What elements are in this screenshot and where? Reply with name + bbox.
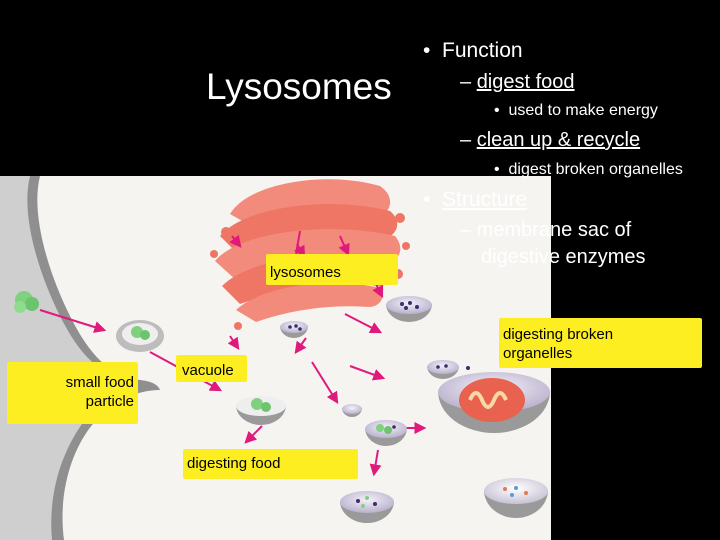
lysosome-vesicle <box>280 321 308 338</box>
clean-up-text: clean up & recycle <box>476 129 641 151</box>
broken-organelles-text: digest broken organelles <box>508 161 683 178</box>
food-particle <box>14 291 39 313</box>
digested-remnant-vesicle <box>484 478 548 518</box>
digesting-broken-organelles-label: digesting broken organelles <box>499 318 702 368</box>
small-food-label-line1: small food <box>65 374 134 391</box>
lysosomes-label: lysosomes <box>266 254 398 285</box>
digesting-food-label-text: digesting food <box>187 455 281 472</box>
structure-bullet: • Structure <box>423 188 528 211</box>
vacuole-label: vacuole <box>176 355 247 382</box>
digesting-organelle-vesicle <box>438 366 550 433</box>
digesting-broken-label-line1: digesting broken <box>503 326 614 343</box>
digest-food-item: – digest food <box>460 71 575 93</box>
lysosome-diagram <box>0 176 550 540</box>
phagocytic-pocket <box>116 320 164 352</box>
function-heading: Function <box>442 39 523 62</box>
digestive-enzymes-line: digestive enzymes <box>481 246 646 268</box>
structure-heading: Structure <box>442 188 528 211</box>
function-bullet: • Function <box>423 39 523 62</box>
small-food-label-line2: particle <box>85 393 134 410</box>
membrane-sac-line: – membrane sac of <box>460 219 632 241</box>
digesting-food-vesicle <box>340 491 394 523</box>
clean-up-item: – clean up & recycle <box>460 129 641 151</box>
lysosome-vesicle <box>427 360 459 379</box>
lysosomes-label-text: lysosomes <box>270 264 341 281</box>
small-food-particle-label: small food particle <box>7 362 138 424</box>
cell-membrane <box>0 176 160 540</box>
energy-text: used to make energy <box>508 102 658 119</box>
digesting-broken-label-line2: organelles <box>503 345 573 362</box>
vacuole-label-text: vacuole <box>182 362 234 379</box>
digest-food-text: digest food <box>476 71 575 93</box>
energy-item: • used to make energy <box>494 102 658 119</box>
fusing-vacuole <box>342 404 407 446</box>
broken-organelles-item: • digest broken organelles <box>494 161 683 178</box>
slide-title: Lysosomes <box>206 66 392 107</box>
lysosome-vesicle <box>386 296 432 322</box>
digesting-food-label: digesting food <box>183 449 358 479</box>
food-vacuole <box>236 396 286 425</box>
